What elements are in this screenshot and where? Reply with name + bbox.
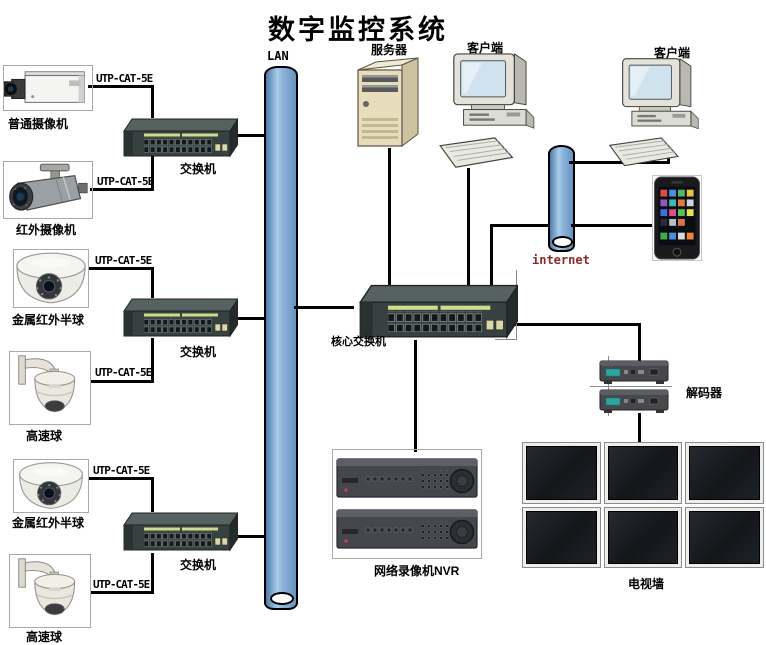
link-internet-phone	[571, 224, 653, 227]
cable-cam1-v	[151, 85, 154, 118]
decoder-label: 解码器	[686, 386, 723, 400]
link-decoder-tvwall	[638, 413, 641, 443]
cable-cam5-h	[88, 477, 154, 480]
tv-monitor	[522, 506, 601, 568]
tv-monitor	[522, 442, 601, 504]
tv-screen	[689, 446, 760, 500]
decoder-boundingbox-h	[590, 386, 672, 387]
dome-camera2-image	[13, 459, 89, 513]
link-client1-coreswitch	[467, 168, 470, 290]
client1-computer-image	[437, 50, 537, 175]
tv-monitor	[603, 442, 683, 504]
nvr-group	[332, 449, 482, 559]
switch3-label: 交换机	[180, 558, 217, 572]
camera5-label: 金属红外半球	[12, 516, 85, 530]
cable-cam2-v	[151, 156, 154, 191]
cable-cam2-h	[90, 188, 154, 191]
cable-cam6-h	[90, 591, 154, 594]
speed-dome-camera1-image	[9, 351, 91, 425]
client2-label: 客户端	[654, 46, 691, 60]
tv-wall-label: 电视墙	[628, 577, 665, 591]
dome-camera1-image	[13, 249, 89, 308]
camera3-cable-label: UTP-CAT-5E	[95, 254, 152, 267]
camera4-label: 高速球	[26, 429, 63, 443]
decoder2-image	[598, 388, 670, 414]
cable-cam4-v	[151, 338, 154, 383]
server-label: 服务器	[371, 43, 408, 57]
tv-wall	[522, 442, 764, 568]
page-title: 数字监控系统	[268, 15, 448, 46]
core-switch-image	[352, 281, 518, 340]
client2-computer-image	[606, 55, 702, 173]
lan-cylinder-opening	[270, 592, 294, 605]
link-internet-coreswitch-h	[490, 224, 548, 227]
camera1-cable-label: UTP-CAT-5E	[96, 72, 153, 85]
box-camera-image	[3, 65, 93, 111]
server-tower-image	[350, 56, 422, 151]
camera1-label: 普通摄像机	[8, 117, 69, 131]
camera4-cable-label: UTP-CAT-5E	[95, 366, 152, 379]
cable-cam5-v	[151, 477, 154, 512]
nvr1-image	[336, 454, 478, 502]
tv-screen	[526, 446, 597, 500]
link-switch3-lan	[237, 535, 266, 538]
camera6-label: 高速球	[26, 630, 63, 644]
camera3-label: 金属红外半球	[12, 313, 85, 327]
lan-backbone-cylinder	[264, 66, 298, 610]
switch2-label: 交换机	[180, 345, 217, 359]
cable-cam4-h	[90, 380, 154, 383]
link-coreswitch-decoder-h	[510, 323, 641, 326]
internet-label: internet	[532, 253, 590, 267]
ir-bullet-camera-image	[3, 161, 93, 219]
link-coreswitch-decoder-v	[638, 323, 641, 361]
link-coreswitch-nvr	[414, 340, 417, 452]
nvr-label: 网络录像机NVR	[374, 564, 460, 578]
cable-cam3-h	[88, 267, 154, 270]
switch1-label: 交换机	[180, 162, 217, 176]
coreswitch-boundingbox-h	[495, 339, 517, 340]
link-server-coreswitch	[388, 148, 391, 290]
link-switch2-lan	[237, 317, 266, 320]
tv-monitor	[685, 442, 764, 504]
cable-cam3-v	[151, 267, 154, 298]
tv-monitor	[603, 506, 683, 568]
lan-label: LAN	[267, 49, 289, 63]
tv-screen	[526, 510, 597, 564]
access-switch2-image	[118, 296, 238, 338]
cable-cam6-v	[151, 553, 154, 593]
camera2-cable-label: UTP-CAT-5E	[97, 175, 154, 188]
link-lan-coreswitch	[294, 306, 354, 309]
internet-cylinder-opening	[552, 236, 573, 248]
link-switch1-lan	[237, 134, 266, 137]
camera5-cable-label: UTP-CAT-5E	[93, 464, 150, 477]
client1-label: 客户端	[467, 41, 504, 55]
access-switch3-image	[118, 510, 238, 552]
decoder1-image	[598, 359, 670, 385]
cable-cam1-h	[88, 85, 154, 88]
core-switch-label: 核心交换机	[331, 336, 386, 348]
smartphone-image	[652, 175, 702, 261]
camera2-label: 红外摄像机	[16, 223, 77, 237]
link-client2-internet-h	[569, 161, 670, 164]
nvr2-image	[336, 505, 478, 553]
tv-screen	[607, 446, 679, 500]
link-internet-coreswitch-v	[490, 224, 493, 290]
tv-screen	[607, 510, 679, 564]
camera6-cable-label: UTP-CAT-5E	[93, 578, 150, 591]
tv-monitor	[685, 506, 764, 568]
speed-dome-camera2-image	[9, 554, 91, 628]
tv-screen	[689, 510, 760, 564]
access-switch1-image	[118, 116, 238, 158]
